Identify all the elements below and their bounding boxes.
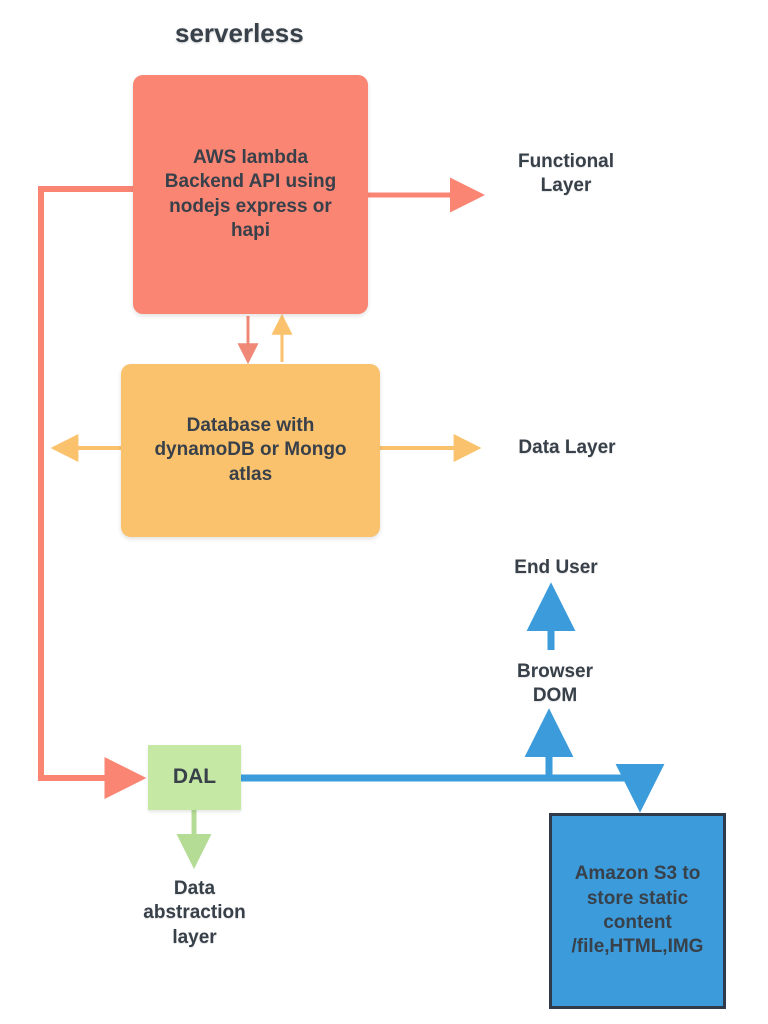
diagram-title: serverless xyxy=(175,18,304,48)
label-data-abstraction-layer: Data abstraction layer xyxy=(143,878,246,948)
node-database-label: Database with dynamoDB or Mongo atlas xyxy=(154,415,347,485)
node-database[interactable]: Database with dynamoDB or Mongo atlas xyxy=(121,364,380,537)
node-aws-lambda[interactable]: AWS lambda Backend API using nodejs expr… xyxy=(133,75,368,314)
label-data-layer: Data Layer xyxy=(518,437,616,458)
node-dal-label: DAL xyxy=(172,765,217,789)
node-amazon-s3-label: Amazon S3 to store static content /file,… xyxy=(571,863,704,958)
node-dal[interactable]: DAL xyxy=(148,745,241,810)
node-aws-lambda-label: AWS lambda Backend API using nodejs expr… xyxy=(164,146,337,241)
label-functional-layer: Functional Layer xyxy=(517,151,615,197)
label-browser-dom: Browser DOM xyxy=(516,661,594,707)
connector-dal-to-browser-dom xyxy=(241,708,640,782)
label-end-user: End User xyxy=(514,557,598,578)
node-amazon-s3[interactable]: Amazon S3 to store static content /file,… xyxy=(549,813,726,1009)
